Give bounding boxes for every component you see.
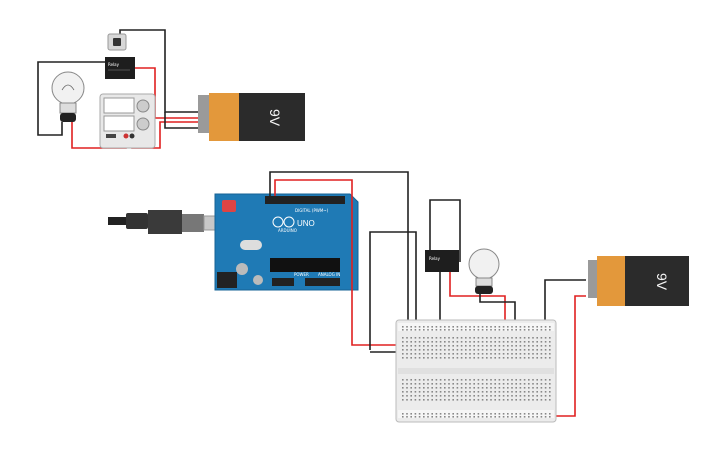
battery-top-label: 9V [267,109,283,127]
bottom-circuit-wires [269,171,586,417]
wire-b-1[interactable] [269,171,409,338]
wire-b-8[interactable] [555,295,586,417]
relay-top-text: Relay [108,62,120,67]
battery-top[interactable]: 9V [198,93,305,141]
breadboard[interactable] [395,319,557,423]
wire-top-2[interactable] [37,61,110,136]
wire-b-4[interactable] [429,199,461,262]
arduino-uno-board[interactable]: UNO ARDUINO DIGITAL (PWM~) POWER ANALOG … [214,193,359,291]
arduino-digital-label: DIGITAL (PWM~) [295,208,329,213]
breadboard-holes [402,326,551,418]
arduino-power-label: POWER [294,272,309,277]
pushbutton[interactable] [107,33,127,51]
arduino-brand: UNO [297,219,315,228]
power-supply[interactable] [99,93,156,149]
battery-bottom[interactable]: 9V [588,256,689,306]
relay-bottom[interactable]: Relay [425,250,459,272]
light-bulb-top[interactable] [51,71,85,122]
wire-b-3[interactable] [369,231,417,350]
arduino-sub: ARDUINO [278,228,297,233]
relay-top[interactable]: Relay [105,57,135,79]
relay-bottom-text: Relay [429,256,441,261]
wire-top-6[interactable] [164,112,204,129]
usb-cable[interactable] [108,210,225,234]
battery-bottom-label: 9V [654,273,670,291]
light-bulb-bottom[interactable] [468,248,500,294]
wire-top-3[interactable] [128,67,204,119]
arduino-analog-label: ANALOG IN [318,272,340,277]
wire-b-2[interactable] [274,179,400,346]
